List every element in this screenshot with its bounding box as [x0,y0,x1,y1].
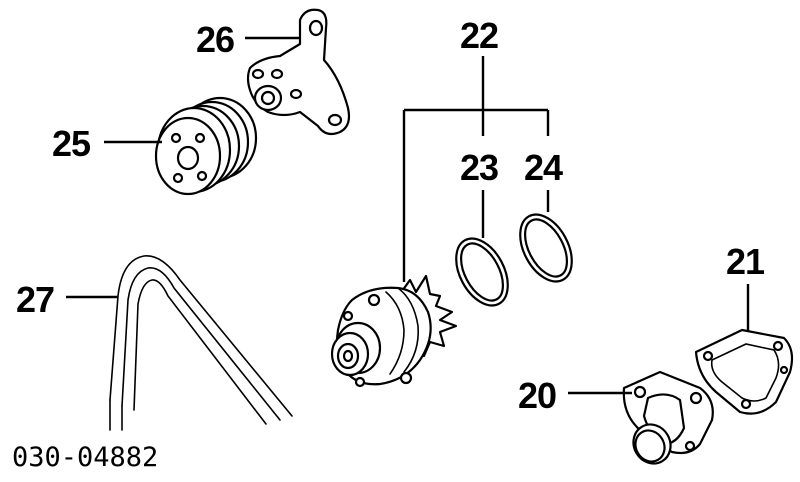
callout-22: 22 [460,15,498,56]
callout-23: 23 [460,147,498,188]
part-24-o-ring [519,213,573,283]
part-22-water-pump [330,274,458,388]
callout-26: 26 [196,19,234,60]
part-23-gasket-ring [455,237,509,307]
callout-20: 20 [518,375,556,416]
callout-27: 27 [16,279,54,320]
part-26-bracket [246,8,351,136]
part-25-pulley [154,96,258,196]
part-20-inlet-housing [622,370,714,465]
callout-25: 25 [52,123,91,164]
callout-21: 21 [726,241,765,282]
callout-24: 24 [524,147,563,188]
part-21-housing-gasket [694,328,794,415]
leader-lines [66,36,750,395]
diagram-code: 030-04882 [12,442,158,473]
part-27-drive-belt [109,255,293,431]
